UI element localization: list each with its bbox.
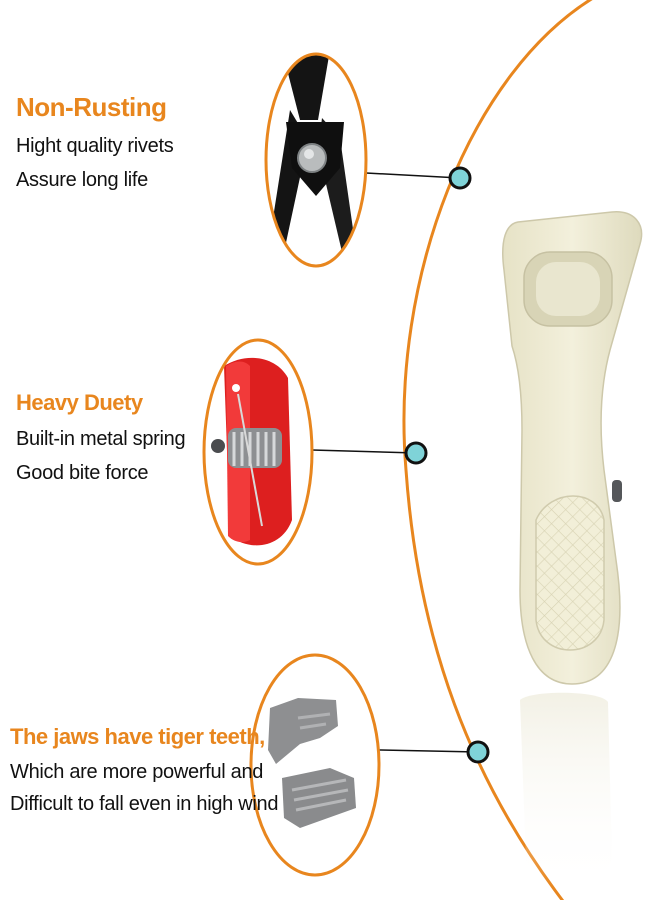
teeth-detail-image	[249, 653, 381, 877]
connector-line-1	[365, 172, 461, 179]
clip-product-image	[502, 211, 643, 890]
connector-line-2	[311, 449, 417, 454]
feature-line: Built-in metal spring	[16, 428, 186, 450]
feature-non-rusting: Non-Rusting Hight quality rivets Assure …	[16, 92, 174, 197]
connector-arc	[402, 0, 593, 900]
connector-dot-3	[466, 740, 490, 764]
feature-heading: The jaws have tiger teeth,	[10, 724, 265, 749]
connector-dot-1	[448, 166, 472, 190]
connector-dot-2	[404, 441, 428, 465]
feature-line: Hight quality rivets	[16, 135, 174, 157]
feature-heading: Heavy Duety	[16, 390, 143, 415]
spring-detail-image	[202, 338, 314, 566]
feature-line: Which are more powerful and	[10, 761, 264, 783]
rivet-detail-image	[264, 52, 368, 268]
feature-tiger-teeth: The jaws have tiger teeth, Which are mor…	[10, 724, 278, 820]
connector-line-3	[378, 749, 479, 753]
feature-heading: Non-Rusting	[16, 92, 167, 122]
feature-line: Good bite force	[16, 462, 149, 484]
feature-line: Difficult to fall even in high wind	[10, 793, 279, 815]
feature-line: Assure long life	[16, 169, 148, 191]
feature-heavy-duty: Heavy Duety Built-in metal spring Good b…	[16, 390, 186, 490]
